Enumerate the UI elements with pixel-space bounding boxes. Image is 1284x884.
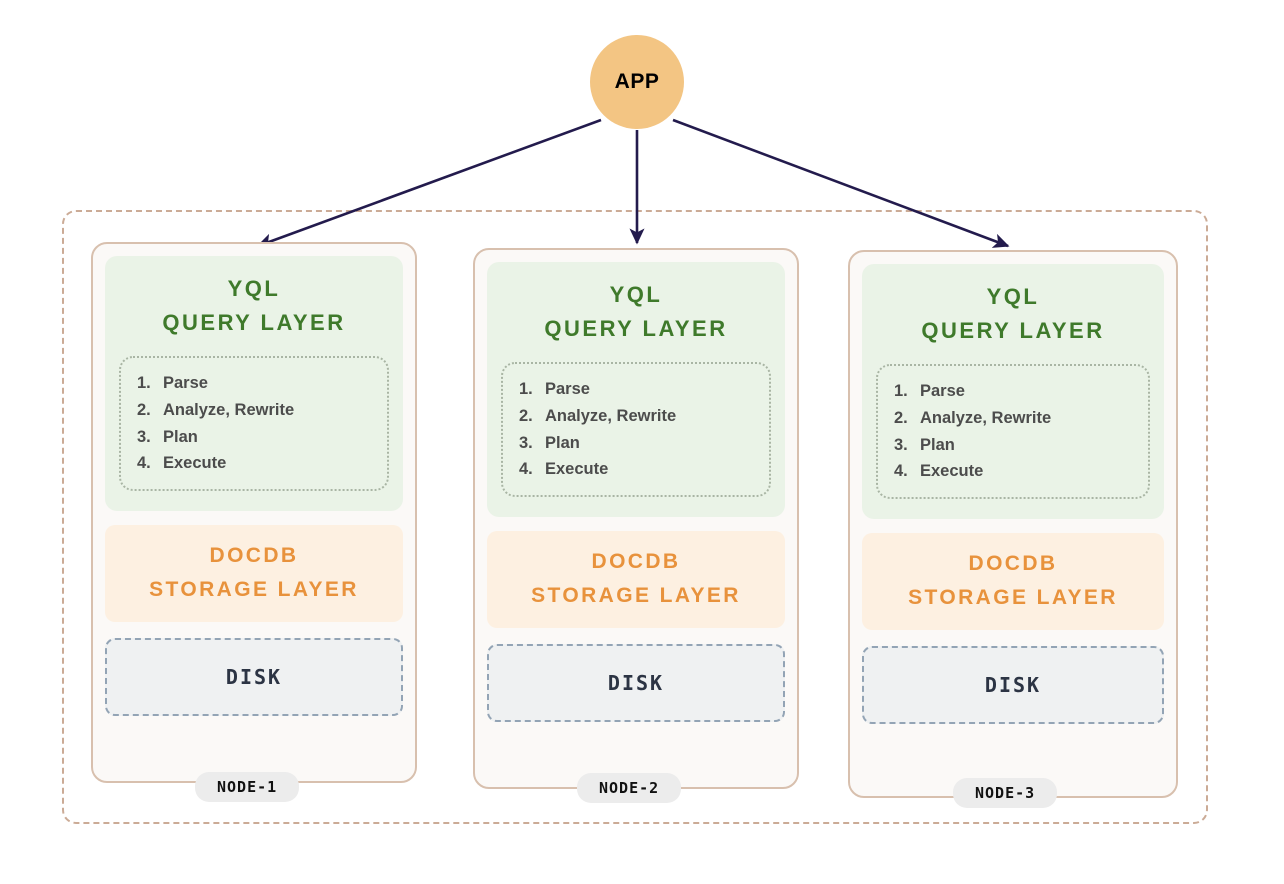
query-layer-title-line1: YQL — [609, 282, 663, 307]
storage-layer-title-line2: STORAGE LAYER — [531, 583, 741, 607]
query-layer-title-line1: YQL — [986, 284, 1040, 309]
query-steps-list-1: 1. Parse 2. Analyze, Rewrite 3. Plan 4. … — [137, 370, 377, 477]
app-label: APP — [614, 70, 660, 93]
storage-layer-title-line2: STORAGE LAYER — [149, 577, 359, 601]
query-step-number: 4. — [894, 462, 908, 481]
storage-layer-title-line1: DOCDB — [209, 544, 299, 568]
query-layer-block-3: YQL QUERY LAYER 1. Parse 2. Analyze, Rew… — [862, 264, 1164, 520]
query-step-item: 2. Analyze, Rewrite — [519, 403, 759, 430]
storage-layer-title-3: DOCDB STORAGE LAYER — [872, 547, 1154, 614]
query-steps-box-2: 1. Parse 2. Analyze, Rewrite 3. Plan 4. … — [501, 362, 771, 498]
cluster-boundary — [62, 210, 1208, 824]
node-badge-3: NODE-3 — [953, 778, 1058, 808]
query-layer-title-3: YQL QUERY LAYER — [876, 280, 1150, 348]
disk-label-1: DISK — [225, 665, 283, 690]
query-layer-title-line2: QUERY LAYER — [921, 318, 1105, 344]
query-step-number: 4. — [137, 454, 151, 473]
disk-block-1: DISK — [105, 638, 403, 717]
query-step-label: Parse — [545, 380, 590, 399]
storage-layer-block-3: DOCDB STORAGE LAYER — [862, 533, 1164, 631]
query-step-label: Parse — [163, 374, 208, 393]
query-step-number: 2. — [519, 406, 533, 425]
query-step-number: 1. — [519, 380, 533, 399]
query-step-item: 2. Analyze, Rewrite — [137, 397, 377, 424]
query-step-number: 4. — [519, 460, 533, 479]
query-step-label: Analyze, Rewrite — [163, 400, 295, 419]
query-steps-list-3: 1. Parse 2. Analyze, Rewrite 3. Plan 4. … — [894, 378, 1138, 485]
query-step-item: 1. Parse — [519, 376, 759, 403]
storage-layer-title-1: DOCDB STORAGE LAYER — [115, 539, 393, 606]
storage-layer-title-2: DOCDB STORAGE LAYER — [497, 545, 775, 612]
storage-layer-title-line1: DOCDB — [968, 552, 1058, 576]
app-node[interactable]: APP — [590, 35, 684, 129]
query-layer-block-1: YQL QUERY LAYER 1. Parse 2. Analyze, Rew… — [105, 256, 403, 512]
query-step-number: 3. — [137, 427, 151, 446]
query-step-number: 2. — [894, 408, 908, 427]
query-step-label: Plan — [163, 427, 198, 446]
query-step-label: Analyze, Rewrite — [920, 408, 1052, 427]
query-step-label: Execute — [545, 460, 609, 479]
query-steps-list-2: 1. Parse 2. Analyze, Rewrite 3. Plan 4. … — [519, 376, 759, 483]
disk-label-2: DISK — [607, 671, 665, 696]
query-step-label: Plan — [545, 433, 580, 452]
query-step-item: 3. Plan — [137, 424, 377, 451]
query-step-number: 3. — [519, 433, 533, 452]
disk-label-3: DISK — [984, 673, 1042, 698]
query-step-item: 1. Parse — [137, 370, 377, 397]
query-step-item: 2. Analyze, Rewrite — [894, 405, 1138, 432]
storage-layer-block-1: DOCDB STORAGE LAYER — [105, 525, 403, 623]
query-step-item: 3. Plan — [519, 430, 759, 457]
query-layer-title-2: YQL QUERY LAYER — [501, 278, 771, 346]
query-step-label: Execute — [920, 462, 984, 481]
query-steps-box-1: 1. Parse 2. Analyze, Rewrite 3. Plan 4. … — [119, 356, 389, 492]
query-step-item: 4. Execute — [137, 450, 377, 477]
query-step-item: 3. Plan — [894, 432, 1138, 459]
query-step-item: 4. Execute — [894, 458, 1138, 485]
query-steps-box-3: 1. Parse 2. Analyze, Rewrite 3. Plan 4. … — [876, 364, 1150, 500]
node-badge-2: NODE-2 — [577, 773, 682, 803]
disk-block-3: DISK — [862, 646, 1164, 725]
query-step-number: 3. — [894, 435, 908, 454]
query-step-label: Execute — [163, 454, 227, 473]
node-card-3[interactable]: YQL QUERY LAYER 1. Parse 2. Analyze, Rew… — [848, 250, 1178, 798]
query-step-number: 2. — [137, 400, 151, 419]
query-layer-title-1: YQL QUERY LAYER — [119, 272, 389, 340]
node-badge-1: NODE-1 — [195, 772, 300, 802]
query-step-item: 4. Execute — [519, 456, 759, 483]
query-layer-title-line2: QUERY LAYER — [162, 310, 346, 336]
query-step-number: 1. — [894, 382, 908, 401]
storage-layer-title-line2: STORAGE LAYER — [908, 585, 1118, 609]
query-step-label: Parse — [920, 382, 965, 401]
query-layer-title-line1: YQL — [227, 276, 281, 301]
disk-block-2: DISK — [487, 644, 785, 723]
query-step-label: Plan — [920, 435, 955, 454]
storage-layer-block-2: DOCDB STORAGE LAYER — [487, 531, 785, 629]
node-card-1[interactable]: YQL QUERY LAYER 1. Parse 2. Analyze, Rew… — [91, 242, 417, 783]
query-step-item: 1. Parse — [894, 378, 1138, 405]
query-step-number: 1. — [137, 374, 151, 393]
storage-layer-title-line1: DOCDB — [591, 550, 681, 574]
node-card-2[interactable]: YQL QUERY LAYER 1. Parse 2. Analyze, Rew… — [473, 248, 799, 789]
query-layer-title-line2: QUERY LAYER — [544, 316, 728, 342]
query-step-label: Analyze, Rewrite — [545, 406, 677, 425]
query-layer-block-2: YQL QUERY LAYER 1. Parse 2. Analyze, Rew… — [487, 262, 785, 518]
